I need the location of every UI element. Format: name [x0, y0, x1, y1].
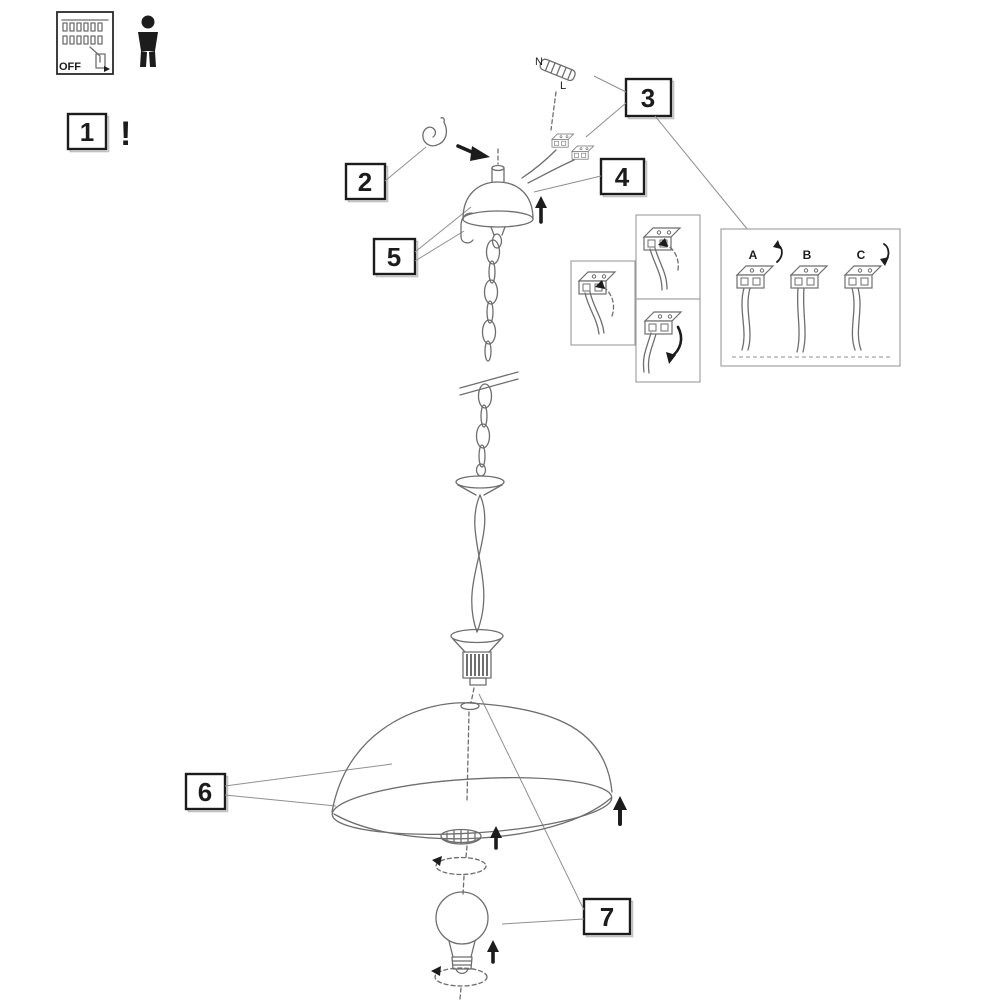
step-6-box: 6 — [184, 772, 229, 813]
step-3-number: 3 — [641, 83, 655, 113]
light-bulb — [435, 891, 489, 975]
step-3-box: 3 — [624, 77, 675, 120]
wire-l-label: L — [560, 80, 566, 92]
person-icon — [138, 15, 158, 67]
install-direction-arrow — [456, 144, 490, 161]
step-7-number: 7 — [600, 902, 614, 932]
canopy-up-arrow — [535, 196, 547, 224]
shade-up-arrow — [613, 796, 627, 826]
wire-n-label: N — [535, 56, 543, 68]
step-6-number: 6 — [198, 777, 212, 807]
off-label: OFF — [59, 61, 81, 73]
ceiling-canopy — [462, 148, 534, 236]
bulb-up-arrow — [487, 940, 499, 964]
step-4-box: 4 — [599, 157, 648, 198]
step-5-box: 5 — [372, 237, 419, 278]
warning-exclamation: ! — [120, 115, 131, 153]
suspension-chain — [459, 233, 519, 477]
retaining-ring — [440, 828, 482, 845]
breaker-panel-icon: OFF — [56, 11, 114, 75]
step-1-box: 1 — [66, 112, 110, 153]
terminal-detail-box-2 — [635, 214, 701, 300]
mains-wire-connector: N L — [535, 56, 576, 131]
canopy-hook-detail — [460, 212, 474, 244]
step-4-number: 4 — [615, 162, 630, 192]
leader-lines — [224, 75, 749, 925]
step-5-number: 5 — [387, 242, 401, 272]
step-2-box: 2 — [344, 162, 389, 203]
lamp-socket — [462, 651, 492, 704]
terminal-b-label: B — [803, 248, 812, 262]
step-7-box: 7 — [582, 897, 634, 938]
ring-rotation-arrow — [432, 845, 487, 896]
step-1-number: 1 — [80, 117, 94, 147]
ceiling-hook — [422, 117, 448, 147]
canopy-wiring — [521, 133, 594, 184]
decorative-stem — [450, 475, 505, 653]
terminal-a-label: A — [749, 248, 758, 262]
step-2-number: 2 — [358, 167, 372, 197]
terminal-comparison-box: A B C — [720, 228, 901, 367]
terminal-detail-box-1 — [570, 260, 636, 346]
dome-shade — [331, 701, 613, 840]
terminal-c-label: C — [857, 248, 866, 262]
ring-up-arrow — [490, 826, 502, 850]
bulb-rotation-arrow — [431, 966, 488, 1000]
terminal-detail-box-3 — [635, 298, 701, 383]
